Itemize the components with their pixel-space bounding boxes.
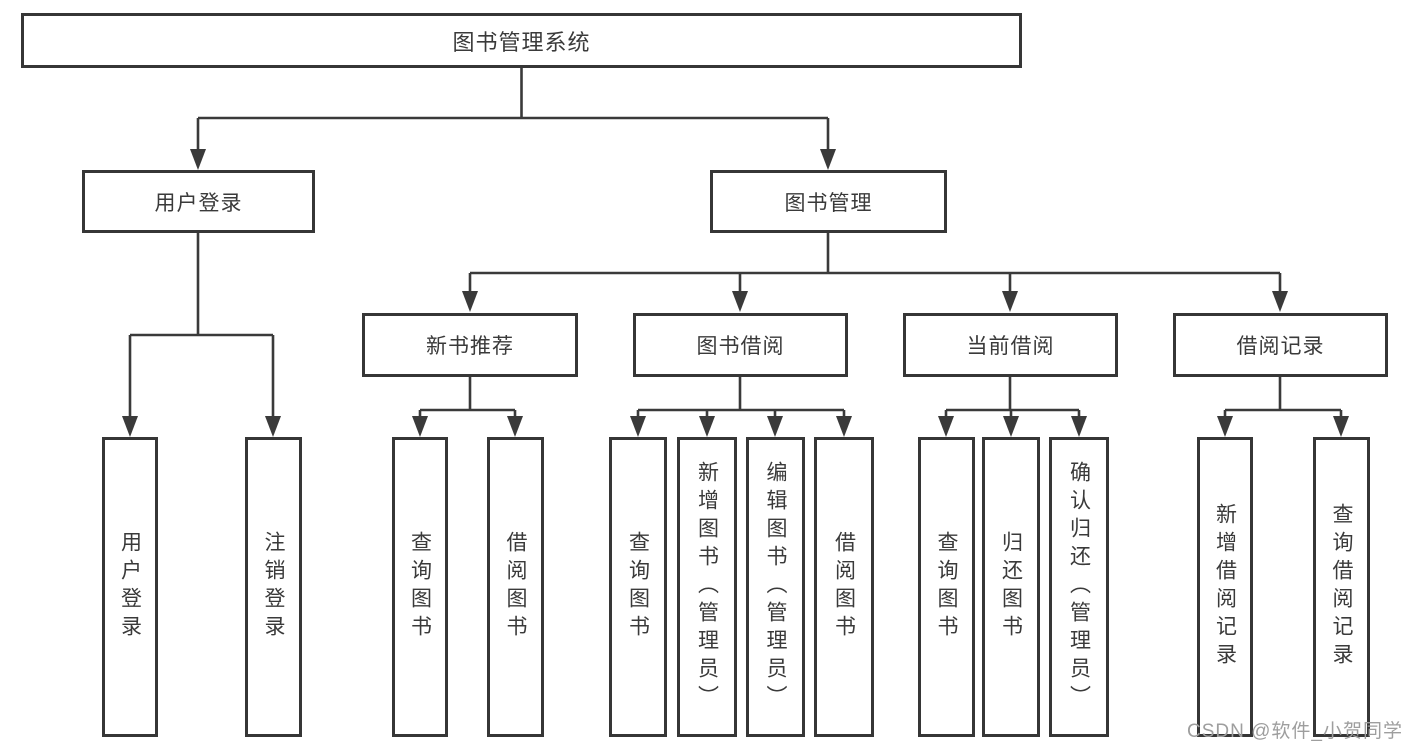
node-borrowing-records: 借阅记录 <box>1173 313 1388 377</box>
leaf-current-query-books: 查询图书 <box>918 437 975 737</box>
leaf-current-query-books-label: 查询图书 <box>935 531 958 643</box>
leaf-borrowing-borrow-books-label: 借阅图书 <box>832 531 856 643</box>
node-new-book-recommend: 新书推荐 <box>362 313 578 377</box>
leaf-borrowing-borrow-books: 借阅图书 <box>814 437 874 737</box>
leaf-logout-login: 注销登录 <box>245 437 302 737</box>
leaf-recommend-query-books: 查询图书 <box>392 437 448 737</box>
node-user-login-label: 用户登录 <box>154 191 243 215</box>
leaf-borrowing-add-books-label: 新增图书（管理员） <box>695 461 719 713</box>
leaf-user-login: 用户登录 <box>102 437 158 737</box>
node-user-login: 用户登录 <box>82 170 315 233</box>
node-current-borrowing-label: 当前借阅 <box>966 335 1055 358</box>
connector-paths <box>128 68 1343 419</box>
leaf-current-return-books: 归还图书 <box>982 437 1040 737</box>
leaf-borrowing-query-books-label: 查询图书 <box>626 531 650 643</box>
node-borrowing-records-label: 借阅记录 <box>1236 335 1325 358</box>
leaf-records-query-record-label: 查询借阅记录 <box>1330 503 1353 671</box>
leaf-current-confirm-return: 确认归还（管理员） <box>1049 437 1109 737</box>
connector-current-borrowing-to-leaves <box>944 377 1081 419</box>
leaf-logout-login-label: 注销登录 <box>262 531 285 643</box>
node-book-borrowing-label: 图书借阅 <box>696 335 785 358</box>
node-root-label: 图书管理系统 <box>452 29 591 55</box>
node-new-book-recommend-label: 新书推荐 <box>426 335 514 358</box>
leaf-recommend-borrow-books-label: 借阅图书 <box>504 531 527 643</box>
connector-user-login-to-leaves <box>128 233 275 419</box>
csdn-watermark: CSDN @软件_小贺同学 <box>1187 721 1403 742</box>
leaf-borrowing-add-books: 新增图书（管理员） <box>677 437 737 737</box>
leaf-user-login-label: 用户登录 <box>118 531 142 643</box>
leaf-borrowing-query-books: 查询图书 <box>609 437 667 737</box>
connector-borrowing-records-to-leaves <box>1223 377 1343 419</box>
connector-book-borrowing-to-leaves <box>636 377 846 419</box>
leaf-records-add-record: 新增借阅记录 <box>1197 437 1253 737</box>
leaf-records-query-record: 查询借阅记录 <box>1313 437 1370 737</box>
leaf-borrowing-edit-books-label: 编辑图书（管理员） <box>764 461 787 713</box>
node-root: 图书管理系统 <box>21 13 1022 68</box>
node-book-management: 图书管理 <box>710 170 947 233</box>
leaf-borrowing-edit-books: 编辑图书（管理员） <box>746 437 805 737</box>
node-current-borrowing: 当前借阅 <box>903 313 1118 377</box>
leaf-recommend-borrow-books: 借阅图书 <box>487 437 544 737</box>
connector-book-management-to-level3 <box>468 233 1282 294</box>
leaf-current-confirm-return-label: 确认归还（管理员） <box>1067 461 1091 713</box>
leaf-recommend-query-books-label: 查询图书 <box>408 531 432 643</box>
connector-root-to-level2 <box>196 68 830 152</box>
leaf-records-add-record-label: 新增借阅记录 <box>1213 503 1237 671</box>
connector-new-book-recommend-to-leaves <box>418 377 517 419</box>
leaf-current-return-books-label: 归还图书 <box>999 531 1023 643</box>
node-book-management-label: 图书管理 <box>784 191 873 215</box>
node-book-borrowing: 图书借阅 <box>633 313 848 377</box>
